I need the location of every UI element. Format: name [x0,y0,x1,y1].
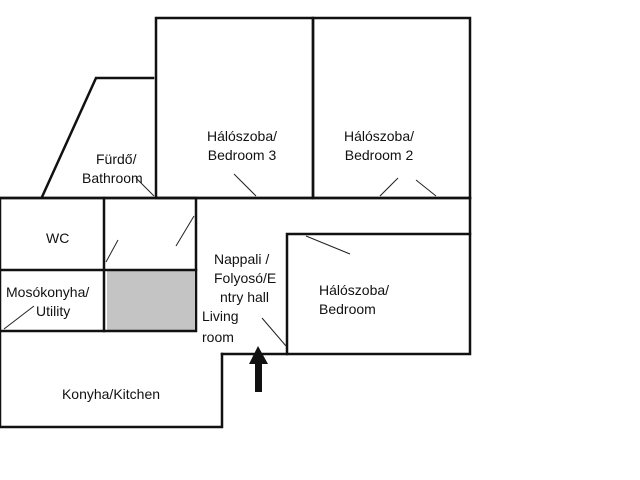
bedroom-2-label-line1: Hálószoba/ [344,128,414,144]
hall-label-line5: room [202,329,234,345]
door-mark-wc [105,239,119,263]
arrow-up-icon [249,346,268,392]
hall-label-line4: Living [202,308,239,324]
utility-label-line2: Utility [36,303,70,319]
bedroom-2-walls [311,16,472,200]
hall-label-line3: ntry hall [220,289,269,305]
walls [0,16,472,429]
door-mark-bedroom3 [233,173,257,197]
bedroom-label-line2: Bedroom [319,301,376,317]
wc-label: WC [46,230,69,246]
left-block-walls [0,196,198,333]
kitchen-label: Konyha/Kitchen [62,386,160,402]
shaded-storage-area [107,271,194,331]
utility-label-line1: Mosókonyha/ [6,284,89,300]
hall-label-line1: Nappali / [214,251,269,267]
bedroom-3-label-line2: Bedroom 3 [208,147,277,163]
door-mark-utility [3,305,35,330]
door-mark-bathroom [135,177,155,197]
door-mark-storage [175,215,195,247]
hall-label-line2: Folyosó/E [214,270,276,286]
bathroom-walls [40,76,155,199]
door-mark-bedroom2-b [415,179,437,197]
bedroom-walls [285,232,472,356]
bedroom-3-walls [154,16,315,200]
door-mark-bedroom2-a [379,177,399,197]
bedroom-3-label-line1: Hálószoba/ [207,128,277,144]
kitchen-walls [0,329,224,429]
door-mark-entry [261,317,287,347]
door-mark-bedroom [305,235,351,255]
bedroom-label-line1: Hálószoba/ [319,282,389,298]
bathroom-label-line2: Bathroom [82,170,143,186]
bathroom-label-line1: Fürdő/ [96,151,137,167]
door-marks [3,173,437,347]
bedroom-2-label-line2: Bedroom 2 [345,147,414,163]
